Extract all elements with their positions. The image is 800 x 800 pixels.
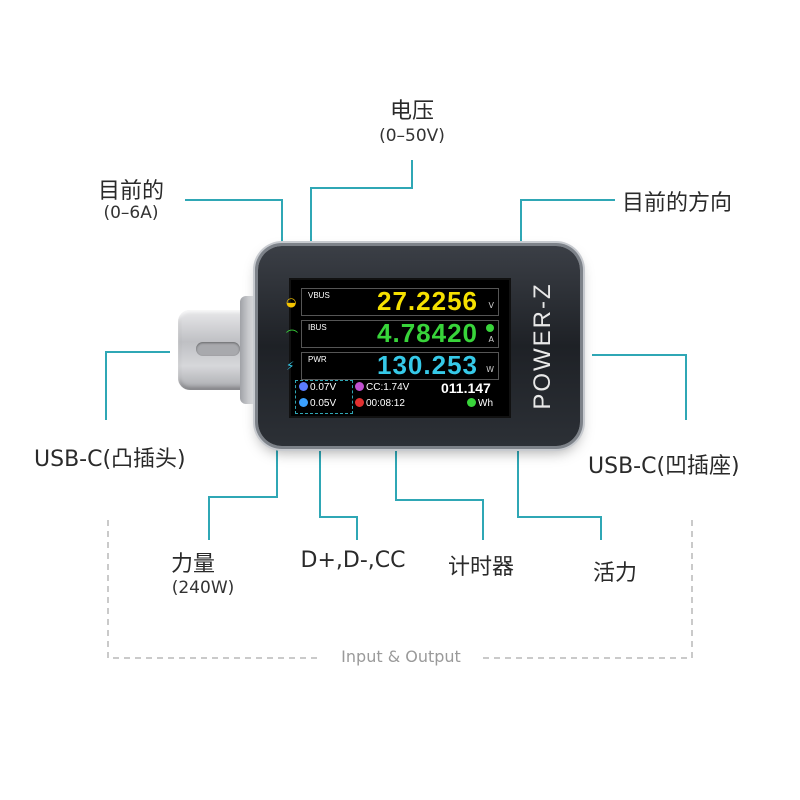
vbus-tag: VBUS	[308, 291, 330, 300]
current-range: (0–6A)	[103, 203, 159, 223]
timer-label: 计时器	[447, 555, 515, 580]
io-bracket-left	[107, 520, 322, 659]
io-label: Input & Output	[341, 647, 461, 666]
voltage-label: 电压	[389, 99, 435, 124]
direction-label: 目前的方向	[622, 191, 733, 216]
usb-female-label: USB-C(凹插座)	[588, 454, 740, 479]
usb-male-label: USB-C(凸插头)	[34, 447, 186, 472]
current-icon: ⌒	[286, 329, 299, 343]
energy-unit-wrap: Wh	[467, 398, 493, 409]
timer-reading: 00:08:12	[355, 398, 405, 409]
power-label: 力量	[170, 552, 216, 577]
data-pins-label: D+,D-,CC	[300, 548, 406, 573]
pwr-tag: PWR	[308, 355, 327, 364]
pulse-icon: ⚡	[286, 359, 295, 373]
pwr-unit: W	[486, 365, 494, 374]
timer-leader	[395, 418, 484, 540]
cc-reading: CC:1.74V	[355, 382, 409, 393]
energy-label: 活力	[592, 561, 638, 586]
dminus-reading: 0.05V	[299, 398, 336, 409]
ibus-tag: IBUS	[308, 323, 327, 332]
ibus-value: 4.78420	[377, 318, 478, 348]
brand-logo: POWER-Z	[529, 282, 556, 410]
usb-female-leader	[592, 354, 687, 420]
energy-icon	[467, 398, 476, 407]
data-pins-leader	[319, 418, 358, 540]
vbus-unit: V	[488, 301, 494, 310]
vbus-value: 27.2256	[377, 286, 478, 316]
dplus-reading: 0.07V	[299, 382, 336, 393]
power-range: (240W)	[171, 578, 235, 598]
pwr-value: 130.253	[377, 350, 478, 380]
voltage-leader	[310, 160, 413, 278]
dplus-icon	[299, 382, 308, 391]
lcd-screen: ◒ VBUS 27.2256 V ⌒ IBUS 4.78420 A ⚡ PWR …	[286, 278, 511, 418]
ibus-row: ⌒ IBUS 4.78420 A	[286, 318, 499, 348]
vbus-row: ◒ VBUS 27.2256 V	[286, 286, 499, 316]
cc-icon	[355, 382, 364, 391]
direction-indicator-icon	[486, 324, 494, 332]
usb-male-leader	[105, 351, 170, 420]
dminus-icon	[299, 398, 308, 407]
gauge-icon: ◒	[286, 295, 297, 309]
pwr-row: ⚡ PWR 130.253 W	[286, 350, 499, 380]
data-pins-highlight	[295, 380, 353, 414]
timer-icon	[355, 398, 364, 407]
current-label: 目前的	[97, 179, 165, 204]
energy-value: 011.147	[441, 380, 491, 396]
ibus-unit: A	[488, 335, 494, 344]
io-bracket-right	[482, 520, 693, 659]
voltage-range: (0–50V)	[379, 126, 445, 146]
